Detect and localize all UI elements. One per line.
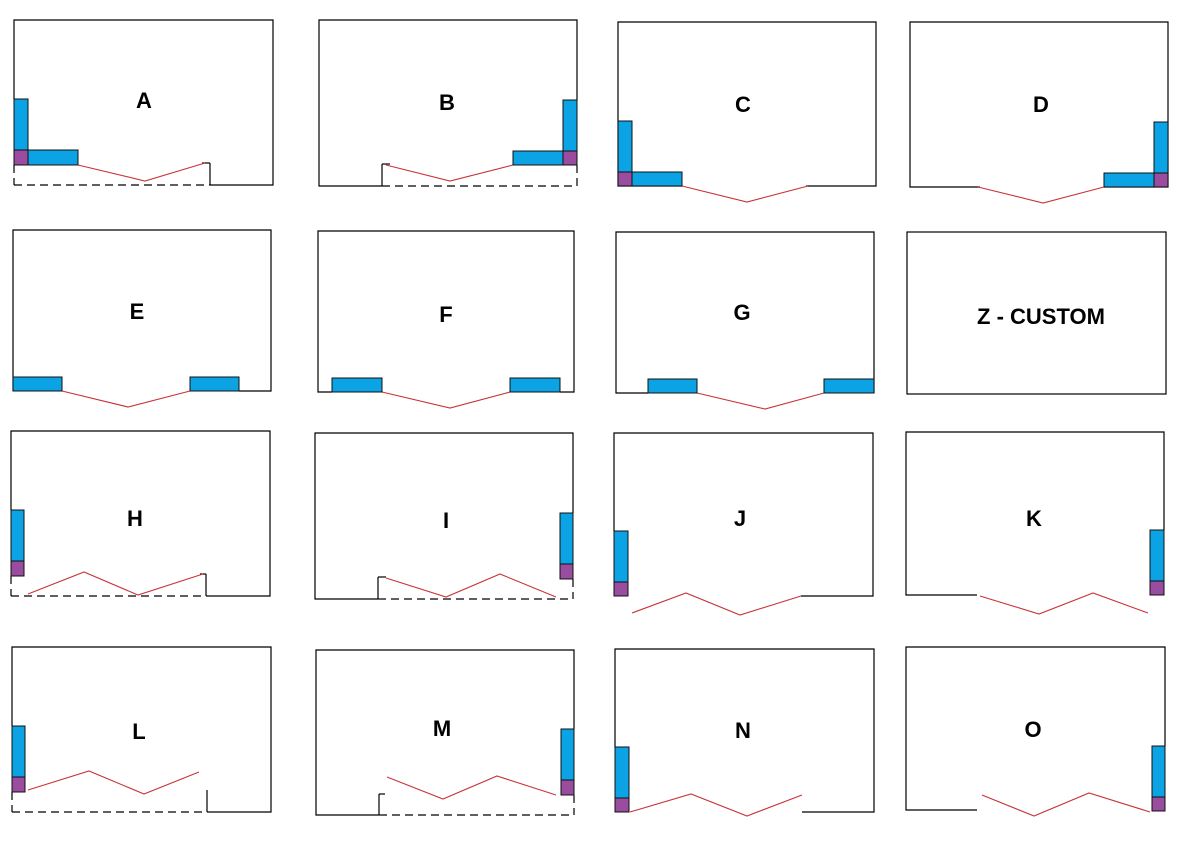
panel-foot [560,779,575,796]
bottom-panel [27,149,79,166]
layout-label: J [734,506,746,531]
folding-door [977,186,1105,204]
side-panel [614,746,630,799]
layout-c: C [617,21,877,203]
side-panel [562,99,578,152]
layout-label: O [1024,717,1041,742]
side-panel [13,98,29,151]
layout-n: N [614,648,875,817]
layout-label: N [735,718,751,743]
layout-label: F [439,302,452,327]
layout-g: G [615,231,875,410]
layout-d: D [909,21,1169,204]
room-outline [613,432,874,597]
folding-door [629,793,803,817]
layout-label: M [433,716,451,741]
side-panel [560,728,575,781]
side-panel [11,725,26,778]
room-outline [905,431,1165,596]
layout-k: K [905,431,1165,615]
layout-label: Z - CUSTOM [977,304,1105,329]
folding-door [385,573,557,598]
room-outline [13,19,274,186]
folding-door [979,592,1149,615]
bottom-panel [1103,172,1155,188]
panel-foot [1151,796,1166,812]
layout-j: J [613,432,874,616]
room-outline [10,430,271,597]
room-outline [317,230,575,393]
folding-door [61,390,191,408]
layout-b: B [318,19,578,187]
bottom-panel [823,378,875,394]
layout-label: C [735,92,751,117]
room-outline [614,648,875,813]
layout-label: D [1033,92,1049,117]
room-outline [315,649,575,816]
bottom-panel [189,376,240,392]
layout-label: I [443,508,449,533]
room-outline [314,432,574,600]
layout-label: G [733,300,750,325]
panel-foot [11,776,26,793]
layout-label: K [1026,506,1042,531]
folding-door [631,592,802,616]
bottom-panel [647,378,698,394]
folding-door [681,185,809,203]
panel-foot [559,563,574,580]
layout-label: H [127,506,143,531]
panel-foot [13,149,29,166]
layout-h: H [10,430,271,597]
panel-foot [10,560,25,577]
bottom-panel [12,376,63,392]
panel-foot [1149,580,1165,596]
folding-door [386,775,557,800]
room-outline [615,231,875,394]
side-panel [559,512,574,565]
layout-l: L [11,646,272,813]
layout-a: A [13,19,274,186]
layout-label: L [132,719,145,744]
bottom-panel [509,377,561,393]
room-outline [905,646,1166,811]
panel-foot [614,797,630,813]
layout-o: O [905,646,1166,817]
folding-door [385,164,514,182]
folding-door [27,770,200,795]
side-panel [617,120,633,173]
panel-foot [613,581,629,597]
bottom-panel [631,171,683,187]
room-outline [11,646,272,813]
layout-label: E [130,299,145,324]
room-outline [318,19,578,187]
room-outline [12,229,272,392]
layout-f: F [317,230,575,409]
side-panel [10,509,25,562]
layout-i: I [314,432,574,600]
folding-door [981,792,1151,817]
layout-z-custom: Z - CUSTOM [906,231,1167,395]
bottom-panel [512,150,564,166]
folding-door [27,571,204,596]
layout-label: B [439,90,455,115]
folding-door [77,162,206,182]
layout-label: A [136,88,152,113]
panel-foot [617,171,633,187]
side-panel [613,530,629,583]
panel-foot [562,150,578,166]
layout-e: E [12,229,272,408]
bottom-panel [331,377,383,393]
folding-door [696,392,825,410]
folding-door [381,391,511,409]
panel-foot [1153,172,1169,188]
side-panel [1153,121,1169,174]
side-panel [1151,745,1166,798]
side-panel [1149,529,1165,582]
layout-m: M [315,649,575,816]
room-outline [906,231,1167,395]
